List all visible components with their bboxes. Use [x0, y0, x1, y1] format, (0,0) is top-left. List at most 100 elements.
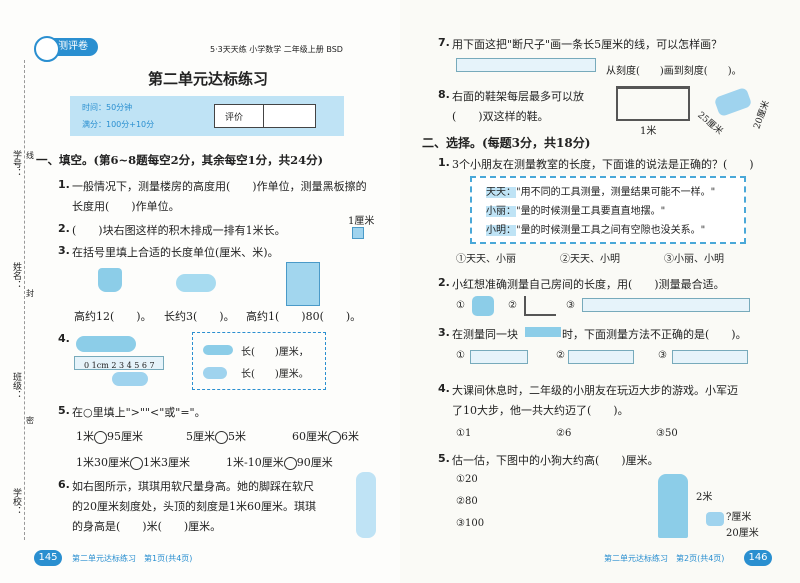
- q1-line1: 一般情况下，测量楼房的高度用( )作单位，测量黑板擦的: [72, 180, 367, 193]
- s4-option-2[interactable]: ②6: [556, 428, 572, 439]
- s3-number: 3.: [438, 326, 450, 339]
- s2-text: 小红想准确测量自己房间的长度，用( )测量最合适。: [452, 278, 725, 291]
- dog-icon: [706, 512, 724, 526]
- s4-option-3[interactable]: ③50: [656, 428, 678, 439]
- q2-cube-label: 1厘米: [348, 216, 375, 227]
- student-id-label: 学号：: [11, 150, 21, 177]
- eraser-small-icon: [203, 367, 227, 379]
- long-ruler: [582, 298, 750, 312]
- s1-option-3[interactable]: ③小丽、小明: [664, 254, 724, 265]
- dog-height-label: ?厘米: [726, 512, 752, 523]
- s3-ruler-2: [568, 350, 634, 364]
- s4-line1: 大课间休息时，二年级的小朋友在玩迈大步的游戏。小军迈: [452, 384, 738, 397]
- s2-option-1[interactable]: ①: [456, 300, 465, 311]
- time-text: 时间：50分钟: [82, 103, 133, 112]
- compare-circle[interactable]: [215, 430, 228, 444]
- rating-label: 评价: [225, 113, 244, 123]
- q6-number: 6.: [58, 478, 70, 491]
- q8-number: 8.: [438, 88, 450, 101]
- series-header: 5·3天天练 小学数学 二年级上册 BSD: [210, 45, 343, 54]
- s3-option-3[interactable]: ③: [658, 350, 667, 361]
- s4-option-1[interactable]: ①1: [456, 428, 472, 439]
- q1-number: 1.: [58, 178, 70, 191]
- student-name-label: 姓名：: [11, 262, 21, 289]
- s2-option-3[interactable]: ③: [566, 300, 575, 311]
- shelf-label: 1米: [640, 126, 657, 137]
- badge-label: 测评卷: [58, 41, 88, 52]
- q3-answer-b: 长约3( )。: [164, 310, 235, 323]
- s1-quote-box: 天天："用不同的工具测量，测量结果可能不一样。" 小丽："量的时候测量工具要直直…: [470, 176, 746, 244]
- cup-icon: [98, 268, 122, 292]
- shoe-width-label: 20厘米: [752, 99, 772, 131]
- q5-text: 在○里填上">""<"或"="。: [72, 406, 206, 419]
- q3-text: 在括号里填上合适的长度单位(厘米、米)。: [72, 246, 279, 259]
- broken-ruler: [456, 58, 596, 72]
- cube-icon: [352, 227, 364, 239]
- wallet-icon: [176, 274, 216, 292]
- compare-circle[interactable]: [328, 430, 341, 444]
- q6-line1: 如右图所示，琪琪用软尺量身高。她的脚踩在软尺: [72, 480, 314, 493]
- quote-xiaoming: 小明："量的时候测量工具之间有空隙也没关系。": [486, 225, 706, 236]
- q7-number: 7.: [438, 36, 450, 49]
- mascot-icon: [34, 36, 60, 62]
- margin-xian: 线: [26, 151, 34, 160]
- q3-answer-a: 高约12( )。: [74, 310, 152, 323]
- compare-circle[interactable]: [283, 456, 297, 470]
- s5-option-3[interactable]: ③100: [456, 518, 485, 529]
- rating-box: 评价: [214, 104, 316, 128]
- s4-number: 4.: [438, 382, 450, 395]
- binding-line: [24, 60, 25, 540]
- class-label: 班级：: [11, 372, 21, 399]
- triangle-ruler-icon: [524, 296, 556, 316]
- s3-option-1[interactable]: ①: [456, 350, 465, 361]
- q8-line1: 右面的鞋架每层最多可以放: [452, 90, 584, 103]
- s5-text: 估一估，下图中的小狗大约高( )厘米。: [452, 454, 659, 467]
- q4-eraser-answer: 长( )厘米。: [241, 369, 309, 380]
- giraffe-icon: [658, 474, 688, 538]
- tape-measure-icon: [472, 296, 494, 316]
- q7-text: 用下面这把"断尺子"画一条长5厘米的线，可以怎样画？: [452, 38, 723, 51]
- left-page: 学号： 姓名： 班级： 学校： 线 封 密 测评卷 5·3天天练 小学数学 二年…: [11, 36, 376, 566]
- key-small-icon: [203, 345, 233, 355]
- q7-answer: 从刻度( )画到刻度( )。: [606, 66, 742, 77]
- compare-circle[interactable]: [130, 456, 143, 470]
- key-icon: [76, 336, 136, 352]
- page-title: 第二单元达标练习: [148, 70, 269, 88]
- shoe-icon: [713, 86, 753, 118]
- s2-option-2[interactable]: ②: [508, 300, 517, 311]
- s4-line2: 了10大步，他一共大约迈了( )。: [452, 404, 629, 417]
- score-text: 满分：100分+10分: [82, 120, 155, 129]
- section-2-title: 二、选择。(每题3分，共18分): [422, 136, 591, 150]
- q1-line2: 长度用( )作单位。: [72, 200, 180, 213]
- s1-number: 1.: [438, 156, 450, 169]
- footer-right: 第二单元达标练习 第2页(共4页): [604, 554, 725, 563]
- s5-option-2[interactable]: ②80: [456, 496, 478, 507]
- girl-icon: [356, 472, 376, 538]
- page-number-right: 146: [744, 550, 772, 566]
- section-1-title: 一、填空。(第6~8题每空2分，其余每空1分，共24分): [36, 153, 324, 167]
- page-number-left: 145: [34, 550, 62, 566]
- s1-option-1[interactable]: ①天天、小丽: [456, 254, 516, 265]
- q8-line2: ( )双这样的鞋。: [452, 110, 549, 123]
- eraser-icon: [112, 372, 148, 386]
- s3-option-2[interactable]: ②: [556, 350, 565, 361]
- right-page: 7. 用下面这把"断尺子"画一条长5厘米的线，可以怎样画？ 从刻度( )画到刻度…: [400, 0, 800, 583]
- margin-mi: 密: [26, 416, 34, 425]
- s3-ruler-1: [470, 350, 528, 364]
- ruler-1: [74, 356, 164, 370]
- q2-number: 2.: [58, 222, 70, 235]
- q2-text: ( )块右图这样的积木排成一排有1米长。: [72, 224, 286, 237]
- giraffe-height-label: 2米: [696, 492, 713, 503]
- q3-answer-c: 高约1( )80( )。: [246, 310, 362, 323]
- q6-line2: 的20厘米刻度处，头顶的刻度是1米60厘米。琪琪: [72, 500, 316, 513]
- s5-option-1[interactable]: ①20: [456, 474, 478, 485]
- q5-number: 5.: [58, 404, 70, 417]
- margin-feng: 封: [26, 289, 34, 298]
- s1-option-2[interactable]: ②天天、小明: [560, 254, 620, 265]
- quote-xiaoli: 小丽："量的时候测量工具要直直地摆。": [486, 206, 666, 217]
- base-height-label: 20厘米: [726, 528, 759, 539]
- compare-circle[interactable]: [94, 430, 107, 444]
